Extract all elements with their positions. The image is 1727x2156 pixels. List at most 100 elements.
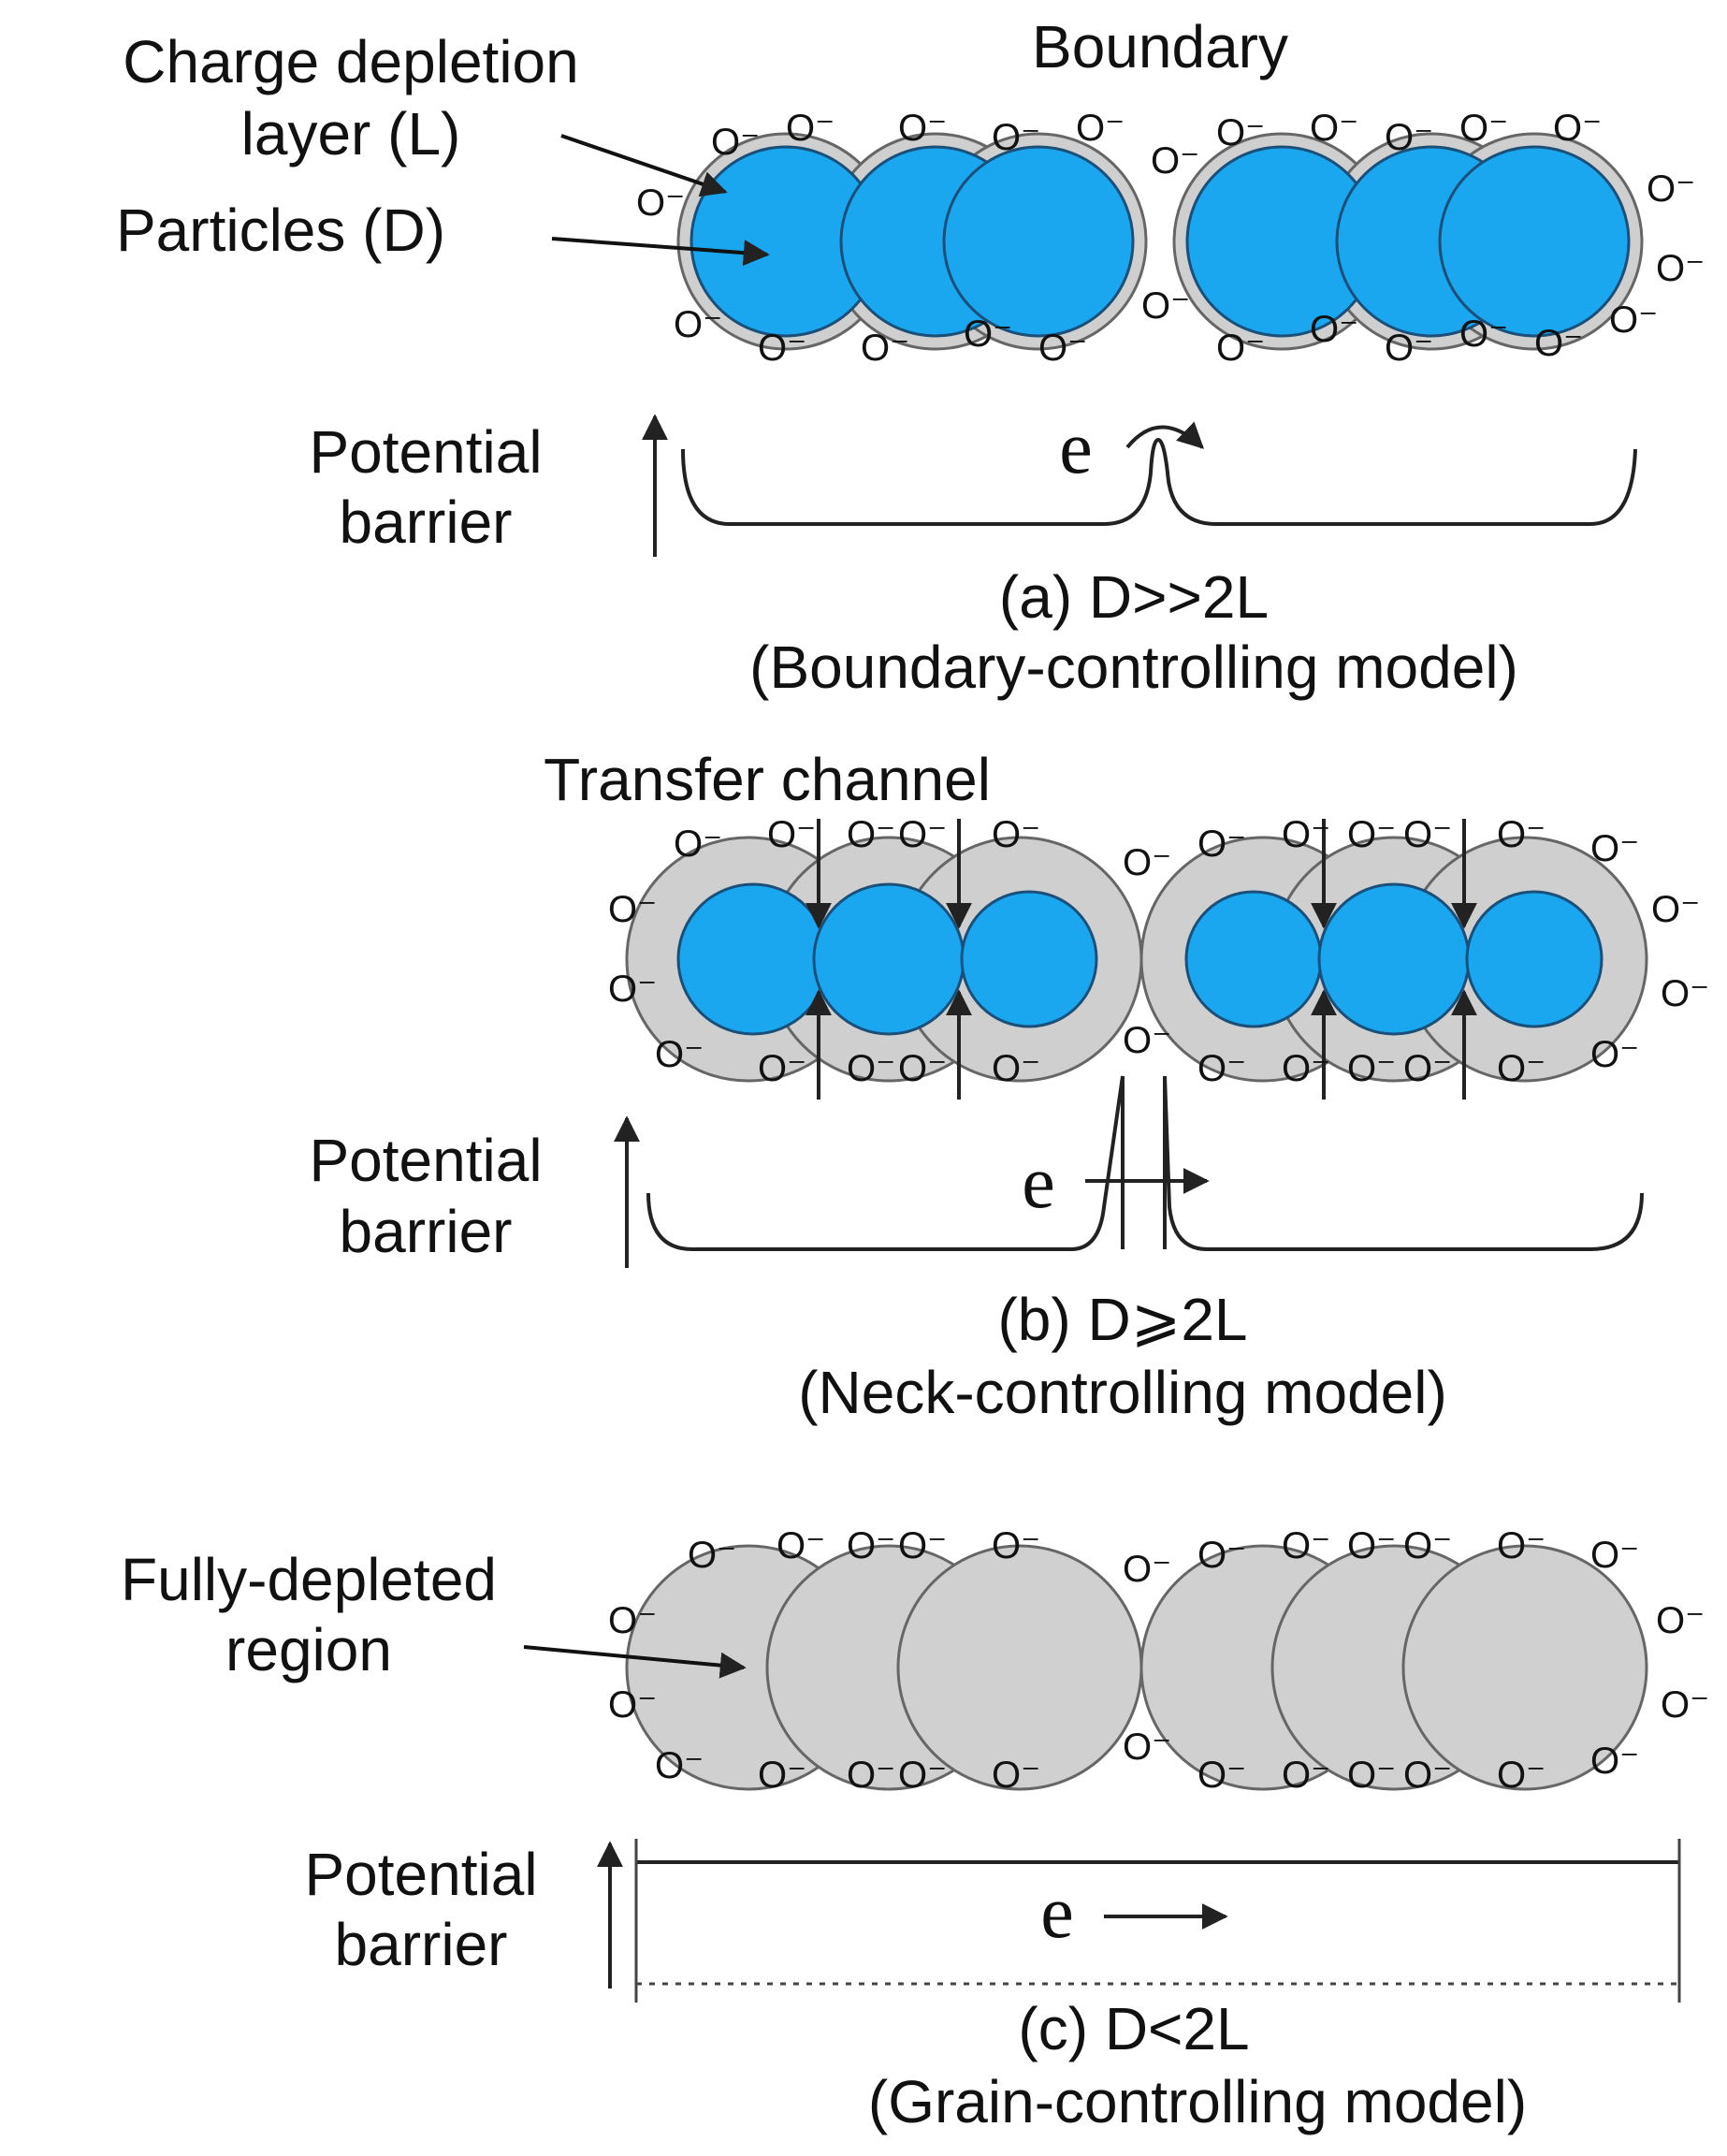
oxygen-ion-label: O⁻ (1590, 1741, 1639, 1782)
oxygen-ion-label: O⁻ (1553, 108, 1602, 149)
oxygen-ion-label: O⁻ (608, 889, 657, 930)
oxygen-ion-label: O⁻ (1590, 1034, 1639, 1075)
oxygen-ion-label: O⁻ (608, 1684, 657, 1726)
oxygen-ion-label: O⁻ (1403, 1048, 1452, 1089)
oxygen-ion-label: O⁻ (776, 1525, 825, 1566)
oxygen-ion-label: O⁻ (758, 328, 806, 369)
caption-c-model: (Grain-controlling model) (868, 2068, 1527, 2135)
oxygen-ion-label: O⁻ (847, 1755, 895, 1796)
oxygen-ion-label: O⁻ (1347, 1048, 1396, 1089)
oxygen-ion-label: O⁻ (1282, 1755, 1330, 1796)
oxygen-ion-label: O⁻ (1656, 1600, 1705, 1641)
oxygen-ion-label: O⁻ (1216, 112, 1265, 153)
potential-barrier-label-b-2: barrier (340, 1198, 513, 1265)
oxygen-ion-label: O⁻ (1647, 168, 1695, 210)
oxygen-ion-label: O⁻ (1459, 108, 1508, 149)
oxygen-ion-label: O⁻ (1076, 108, 1125, 149)
electron-hop-arrow-a (1125, 421, 1205, 449)
potential-barrier-label-c: Potential (304, 1841, 537, 1908)
oxygen-ion-label: O⁻ (674, 304, 722, 345)
panel-a: Boundary Charge depletion layer (L) Part… (116, 13, 1644, 701)
panel-b: Transfer channel P (309, 746, 1648, 1426)
oxygen-ion-label: O⁻ (992, 117, 1040, 158)
oxygen-ion-label: O⁻ (898, 108, 947, 149)
oxygen-ion-label: O⁻ (1123, 842, 1171, 883)
particle-chain-right-a (1172, 132, 1644, 351)
potential-barrier-label-c-2: barrier (335, 1911, 508, 1978)
fully-depleted-label-2: region (225, 1616, 392, 1683)
oxygen-ion-label: O⁻ (992, 1755, 1040, 1796)
oxygen-ion-label: O⁻ (1651, 889, 1700, 930)
electron-label-c: e (1040, 1872, 1074, 1954)
depletion-layer-label: Charge depletion (123, 28, 578, 95)
oxygen-ion-label: O⁻ (688, 1535, 736, 1576)
oxygen-ion-label: O⁻ (1497, 814, 1546, 855)
oxygen-ion-label: O⁻ (1497, 1525, 1546, 1566)
oxygen-ion-label: O⁻ (1197, 1535, 1246, 1576)
oxygen-ion-label: O⁻ (1123, 1726, 1171, 1768)
oxygen-ion-label: O⁻ (1590, 828, 1639, 869)
oxygen-ion-label: O⁻ (1656, 248, 1705, 289)
oxygen-ion-label: O⁻ (1534, 323, 1583, 364)
caption-a-model: (Boundary-controlling model) (749, 634, 1518, 701)
particle-chain-left-b (625, 836, 1143, 1083)
oxygen-ion-label: O⁻ (1197, 1755, 1246, 1796)
oxygen-ion-label: O⁻ (847, 1048, 895, 1089)
oxygen-ion-label: O⁻ (1385, 328, 1433, 369)
oxygen-ion-label: O⁻ (758, 1048, 806, 1089)
oxygen-ion-label: O⁻ (1403, 814, 1452, 855)
oxygen-ion-label: O⁻ (1282, 814, 1330, 855)
particles-pointer-arrow (551, 237, 770, 267)
oxygen-ion-label: O⁻ (1310, 108, 1358, 149)
oxygen-ion-label: O⁻ (608, 1600, 657, 1641)
oxygen-ion-label: O⁻ (1197, 823, 1246, 865)
depleted-chain-left-c (625, 1544, 1143, 1791)
oxygen-ion-label: O⁻ (1123, 1020, 1171, 1061)
oxygen-ion-label: O⁻ (1197, 1048, 1246, 1089)
oxygen-ion-label: O⁻ (964, 313, 1012, 355)
potential-barrier-label-b: Potential (309, 1127, 542, 1194)
transfer-channel-arrows (805, 819, 1477, 1100)
oxygen-ion-label: O⁻ (898, 814, 947, 855)
oxygen-ion-label: O⁻ (711, 122, 760, 163)
oxygen-ion-label: O⁻ (1347, 1755, 1396, 1796)
caption-c: (c) D<2L (1018, 1995, 1249, 2062)
oxygen-ion-label: O⁻ (1385, 117, 1433, 158)
transfer-channel-label: Transfer channel (544, 746, 991, 813)
boundary-label: Boundary (1032, 13, 1288, 80)
oxygen-ion-label: O⁻ (1609, 299, 1658, 341)
fully-depleted-label: Fully-depleted (121, 1546, 497, 1613)
oxygen-ion-label: O⁻ (992, 814, 1040, 855)
oxygen-ion-label: O⁻ (1216, 328, 1265, 369)
potential-barrier-label-a: Potential (309, 418, 542, 486)
oxygen-ion-label: O⁻ (1038, 328, 1087, 369)
oxygen-ion-label: O⁻ (767, 814, 816, 855)
oxygen-ion-label: O⁻ (898, 1048, 947, 1089)
oxygen-ion-label: O⁻ (608, 969, 657, 1010)
caption-b-model: (Neck-controlling model) (798, 1359, 1447, 1426)
oxygen-ion-label: O⁻ (655, 1745, 704, 1786)
oxygen-ion-label: O⁻ (992, 1048, 1040, 1089)
oxygen-ion-label: O⁻ (1661, 973, 1709, 1014)
oxygen-ion-label: O⁻ (1151, 140, 1199, 182)
oxygen-ion-label: O⁻ (898, 1755, 947, 1796)
depleted-pointer-arrow (523, 1645, 747, 1679)
oxygen-ion-label: O⁻ (1141, 285, 1190, 327)
oxygen-ion-label: O⁻ (847, 1525, 895, 1566)
oxygen-ion-label: O⁻ (898, 1525, 947, 1566)
oxygen-ion-label: O⁻ (847, 814, 895, 855)
electron-label-a: e (1059, 407, 1093, 489)
caption-b: (b) D⩾2L (997, 1286, 1247, 1353)
oxygen-ion-label: O⁻ (1590, 1535, 1639, 1576)
oxygen-ion-label: O⁻ (1459, 313, 1508, 355)
oxygen-ion-label: O⁻ (1282, 1048, 1330, 1089)
adsorbed-oxygen-ions: O⁻O⁻O⁻O⁻O⁻O⁻O⁻O⁻O⁻O⁻O⁻O⁻O⁻O⁻O⁻O⁻O⁻O⁻O⁻O⁻… (608, 108, 1709, 1796)
particles-label: Particles (D) (116, 197, 445, 264)
oxygen-ion-label: O⁻ (655, 1034, 704, 1075)
oxygen-ion-label: O⁻ (1123, 1549, 1171, 1590)
oxygen-ion-label: O⁻ (1661, 1684, 1709, 1726)
oxygen-ion-label: O⁻ (992, 1525, 1040, 1566)
depletion-layer-label-2: layer (L) (241, 100, 461, 168)
depleted-chain-right-c (1139, 1544, 1648, 1791)
